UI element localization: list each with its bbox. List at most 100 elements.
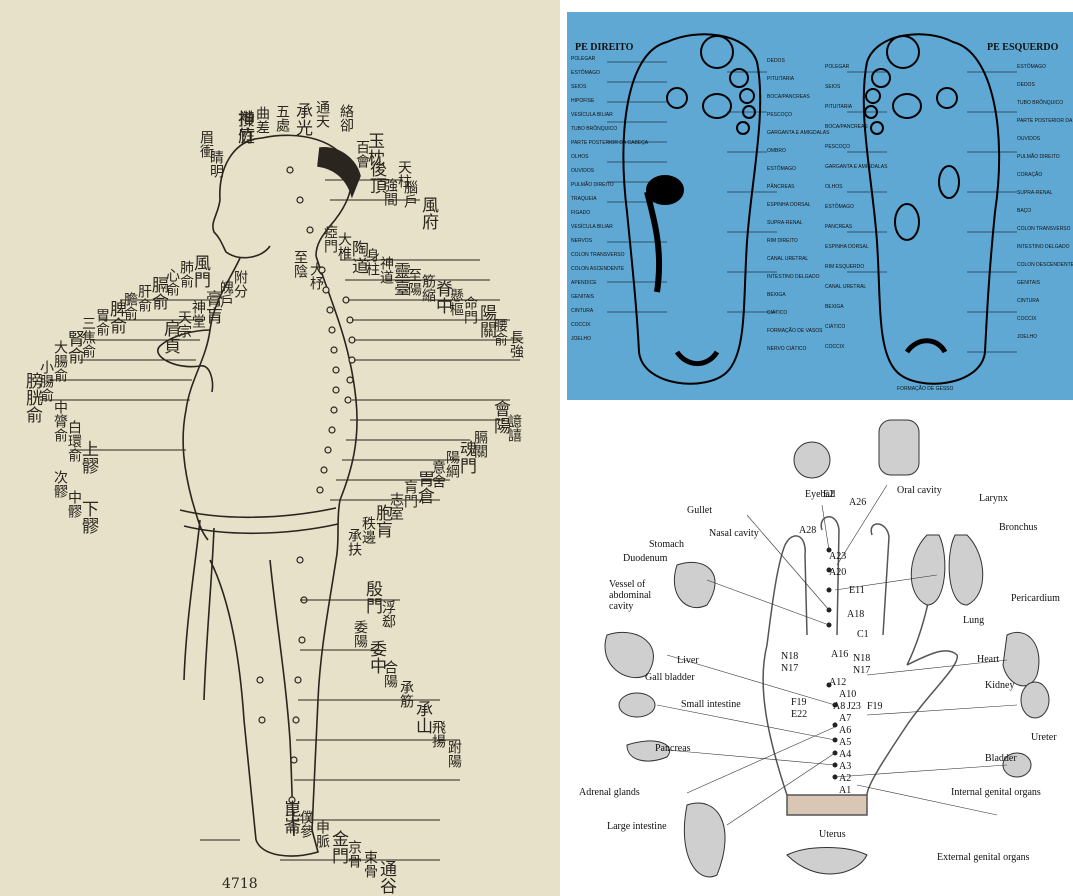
left-foot-label: OLHOS: [825, 184, 843, 190]
label-bronchus: Bronchus: [999, 522, 1037, 533]
right-foot-label: OMBRO: [767, 148, 786, 154]
right-foot-label: NERVOS: [571, 238, 593, 244]
label-uterus: Uterus: [819, 829, 846, 840]
label-duodenum: Duodenum: [623, 553, 668, 564]
label-nasal-cavity: Nasal cavity: [709, 528, 759, 539]
left-foot-label: CINTURA: [1017, 298, 1040, 304]
left-foot-label: RIM ESQUERDO: [825, 264, 864, 270]
right-foot-label: ESTÔMAGO: [767, 165, 796, 172]
left-foot-label: GARGANTA E AMIGDALAS: [825, 164, 888, 170]
point-code: N18: [781, 651, 798, 662]
acupoint-label: 下髎: [78, 500, 99, 535]
label-ureter: Ureter: [1031, 732, 1057, 743]
left-foot-label: COCCIX: [825, 344, 845, 350]
left-foot-label: BOCA/PANCREAS: [825, 124, 868, 130]
left-foot-label: TUBO BRÔNQUICO: [1017, 99, 1063, 106]
point-code: A7: [839, 713, 851, 724]
point-code: A28: [799, 525, 816, 536]
right-foot-label: BEXIGA: [767, 292, 786, 298]
left-foot-label: BAÇO: [1017, 208, 1031, 214]
acupoint-label: 肺俞: [178, 260, 194, 288]
left-foot-label: CORAÇÃO: [1017, 171, 1042, 178]
acupuncture-chart-panel: 神庭曲差五處承光通天絡卻玉枕天柱百會後頂強間腦戶風府瘂門大椎陶道身柱神道靈臺至陽…: [0, 0, 560, 896]
acupoint-label: 承扶: [346, 528, 362, 557]
acupoint-label: 腦戶: [402, 180, 418, 208]
label-bladder: Bladder: [985, 753, 1017, 764]
point-code: A2: [839, 773, 851, 784]
right-foot-label: ESPINHA DORSAL: [767, 202, 811, 208]
right-foot-label: CIÁTICO: [767, 309, 787, 316]
acupoint-label: 浮郄: [380, 600, 396, 628]
left-foot-label: COLON DESCENDENTE: [1017, 262, 1073, 268]
foot-reflexology-panel: PE DIREITO PE ESQUERDO: [567, 12, 1073, 400]
left-foot-label: CIÁTICO: [825, 323, 845, 330]
right-foot-label: POLEGAR: [571, 56, 596, 62]
right-foot-label: JOELHO: [571, 336, 591, 342]
label-gullet: Gullet: [687, 505, 712, 516]
left-foot-title: PE ESQUERDO: [987, 42, 1059, 53]
page-number: 4718: [222, 876, 258, 892]
right-foot-label: FORMAÇÃO DE VASOS: [767, 327, 823, 334]
foot-leader-lines: [607, 62, 1017, 352]
acupoint-label: 至陰: [292, 250, 308, 278]
label-heart: Heart: [977, 654, 999, 665]
right-foot-label: ESTÔMAGO: [571, 69, 600, 76]
label-internal-genital: Internal genital organs: [951, 787, 1041, 798]
point-code: A3: [839, 761, 851, 772]
left-foot-label: PANCREAS: [825, 224, 853, 230]
point-code: N17: [853, 665, 870, 676]
right-foot-label: NERVO CIÁTICO: [767, 345, 806, 352]
point-code: A16: [831, 649, 848, 660]
point-code: E11: [849, 585, 865, 596]
label-external-genital: External genital organs: [937, 852, 1030, 863]
label-adrenal: Adrenal glands: [579, 787, 640, 798]
liver-drawing: [605, 632, 653, 677]
left-foot-label: SEIOS: [825, 84, 841, 90]
hand-points: [827, 548, 838, 780]
left-foot-label: POLEGAR: [825, 64, 850, 70]
acupoint-label: 通谷: [376, 860, 397, 894]
right-foot-label: PULMÃO DIREITO: [571, 181, 614, 188]
left-foot-outline: [864, 34, 999, 383]
right-foot-label: COLON ASCENDENTE: [571, 266, 625, 272]
label-larynx: Larynx: [979, 493, 1008, 504]
left-foot-label: ESTÔMAGO: [825, 203, 854, 210]
right-foot-label: COLON TRANSVERSO: [571, 252, 625, 258]
acupoint-label: 攢竹: [234, 110, 255, 145]
right-foot-label: PITUITARIA: [767, 76, 795, 82]
point-code: C1: [857, 629, 869, 640]
point-code: A26: [849, 497, 866, 508]
left-foot-label: COLON TRANSVERSO: [1017, 226, 1071, 232]
acupoint-label: 上髎: [78, 440, 99, 475]
hand-reflexology-panel: Eyeball Oral cavity Larynx Bronchus Gull…: [567, 405, 1073, 896]
point-code: E2: [823, 489, 834, 500]
label-small-intestine: Small intestine: [681, 699, 741, 710]
acupoint-label: 京骨: [346, 840, 362, 868]
heart-drawing: [1003, 632, 1039, 686]
label-liver: Liver: [677, 655, 699, 666]
label-large-intestine: Large intestine: [607, 821, 667, 832]
right-foot-title: PE DIREITO: [575, 42, 634, 53]
acupoint-label: 飛揚: [430, 720, 446, 749]
left-foot-label: CANAL URETRAL: [825, 284, 866, 290]
acupoint-label: 風府: [418, 196, 439, 231]
acupoint-label: 神堂: [190, 300, 206, 328]
right-foot-label: GARGANTA E AMIGDALAS: [767, 130, 830, 136]
point-code: A18: [847, 609, 864, 620]
label-lung: Lung: [963, 615, 984, 626]
acupoint-label: 絡卻: [338, 104, 354, 132]
point-code: A10: [839, 689, 856, 700]
lung-drawing-right: [949, 535, 983, 605]
point-code: A6: [839, 725, 851, 736]
left-foot-label: BEXIGA: [825, 304, 844, 310]
right-foot-label: VESÍCULA BILIAR: [571, 111, 613, 118]
acupoint-label: 五處: [274, 104, 290, 133]
foot-reflexology-chart: PE DIREITO PE ESQUERDO: [567, 12, 1073, 400]
right-foot-outline: [623, 34, 760, 383]
label-gall-bladder: Gall bladder: [645, 672, 695, 683]
acupoint-label: 大杼: [308, 262, 324, 291]
left-foot-label: SUPRA-RENAL: [1017, 190, 1053, 196]
right-foot-label: BOCA/PANCREAS: [767, 94, 810, 100]
acupoint-label: 秩邊: [360, 516, 376, 545]
